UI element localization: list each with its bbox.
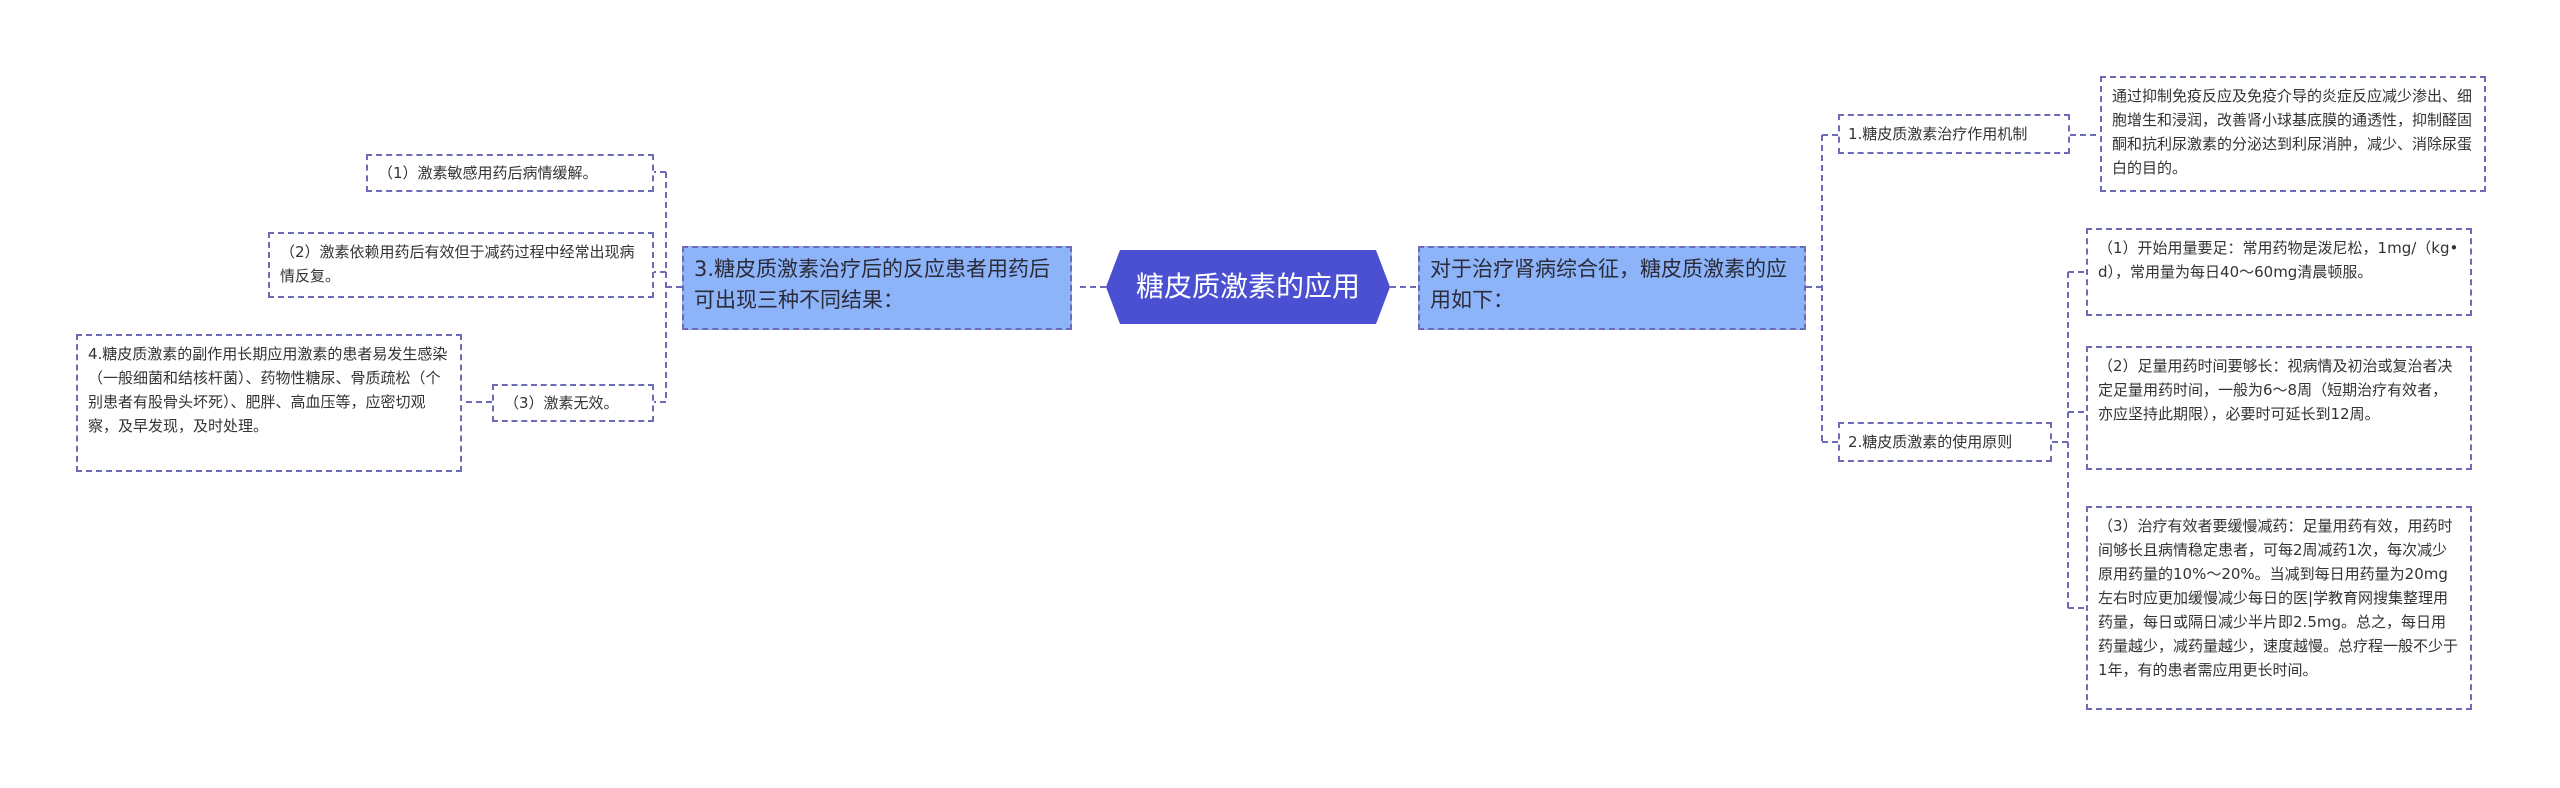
right-branch-node[interactable]: 对于治疗肾病综合征，糖皮质激素的应用如下： xyxy=(1418,246,1806,330)
left-item-3-child[interactable]: 4.糖皮质激素的副作用长期应用激素的患者易发生感染（一般细菌和结核杆菌）、药物性… xyxy=(76,334,462,472)
right-item-2-child-3-label: （3）治疗有效者要缓慢减药：足量用药有效，用药时间够长且病情稳定患者，可每2周减… xyxy=(2098,517,2459,679)
connector-left-bracket xyxy=(654,171,682,403)
right-item-2-child-1-label: （1）开始用量要足：常用药物是泼尼松，1mg/（kg•d），常用量为每日40～6… xyxy=(2098,239,2459,281)
right-item-2-label: 2.糖皮质激素的使用原则 xyxy=(1848,433,2013,451)
left-branch-node[interactable]: 3.糖皮质激素治疗后的反应患者用药后可出现三种不同结果： xyxy=(682,246,1072,330)
left-branch-label: 3.糖皮质激素治疗后的反应患者用药后可出现三种不同结果： xyxy=(694,257,1051,312)
right-item-2-child-3[interactable]: （3）治疗有效者要缓慢减药：足量用药有效，用药时间够长且病情稳定患者，可每2周减… xyxy=(2086,506,2472,710)
right-item-1-label: 1.糖皮质激素治疗作用机制 xyxy=(1848,125,2028,143)
right-item-1[interactable]: 1.糖皮质激素治疗作用机制 xyxy=(1838,114,2070,154)
left-item-3[interactable]: （3）激素无效。 xyxy=(492,384,654,422)
left-item-2-label: （2）激素依赖用药后有效但于减药过程中经常出现病情反复。 xyxy=(280,243,635,285)
left-item-3-label: （3）激素无效。 xyxy=(504,394,619,412)
root-hexagon-shape xyxy=(1106,250,1390,324)
left-item-1[interactable]: （1）激素敏感用药后病情缓解。 xyxy=(366,154,654,192)
connector-right-bracket xyxy=(1806,134,1838,443)
root-node[interactable]: 糖皮质激素的应用 xyxy=(1106,250,1390,324)
right-item-2-child-2[interactable]: （2）足量用药时间要够长：视病情及初治或复治者决定足量用药时间，一般为6～8周（… xyxy=(2086,346,2472,470)
right-item-2-child-2-label: （2）足量用药时间要够长：视病情及初治或复治者决定足量用药时间，一般为6～8周（… xyxy=(2098,357,2453,423)
right-item-2[interactable]: 2.糖皮质激素的使用原则 xyxy=(1838,422,2052,462)
root-label: 糖皮质激素的应用 xyxy=(1135,270,1360,303)
right-item-1-child-label: 通过抑制免疫反应及免疫介导的炎症反应减少渗出、细胞增生和浸润，改善肾小球基底膜的… xyxy=(2112,87,2473,177)
left-item-1-label: （1）激素敏感用药后病情缓解。 xyxy=(378,164,598,182)
right-item-1-child[interactable]: 通过抑制免疫反应及免疫介导的炎症反应减少渗出、细胞增生和浸润，改善肾小球基底膜的… xyxy=(2100,76,2486,192)
right-item-2-child-1[interactable]: （1）开始用量要足：常用药物是泼尼松，1mg/（kg•d），常用量为每日40～6… xyxy=(2086,228,2472,316)
left-item-2[interactable]: （2）激素依赖用药后有效但于减药过程中经常出现病情反复。 xyxy=(268,232,654,298)
connector-right-item2-bracket xyxy=(2052,271,2086,609)
right-branch-label: 对于治疗肾病综合征，糖皮质激素的应用如下： xyxy=(1430,257,1787,312)
left-item-3-child-label: 4.糖皮质激素的副作用长期应用激素的患者易发生感染（一般细菌和结核杆菌）、药物性… xyxy=(88,345,448,435)
